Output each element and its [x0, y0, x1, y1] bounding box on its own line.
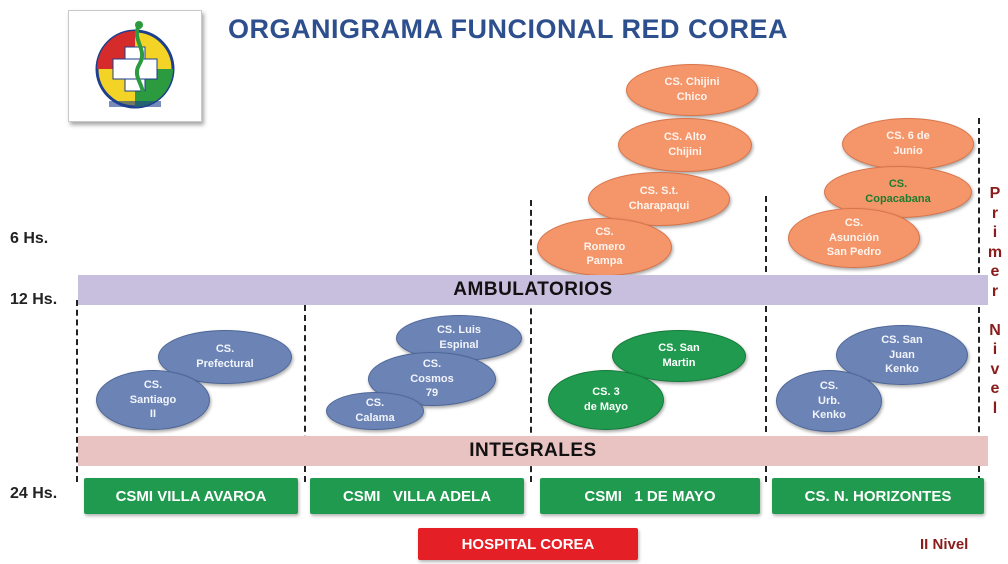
center-oval: CS. Romero Pampa: [537, 218, 672, 276]
separator-line: [530, 200, 532, 482]
level-label-letter: N: [989, 321, 1001, 339]
ambulatorios-band: AMBULATORIOS: [78, 275, 988, 305]
center-oval: CS. Cosmos 79: [368, 352, 496, 406]
level-label-letter: r: [991, 282, 999, 300]
center-oval: CS. Alto Chijini: [618, 118, 752, 172]
page-title: ORGANIGRAMA FUNCIONAL RED COREA: [228, 14, 788, 44]
center-oval: CS. Copacabana: [824, 166, 972, 218]
csmi-box-n-horizontes: CS. N. HORIZONTES: [772, 478, 984, 514]
level-label-second: II Nivel: [920, 536, 969, 553]
time-label-24h: 24 Hs.: [10, 485, 58, 502]
level-label-letter: i: [992, 341, 998, 358]
hospital-box: HOSPITAL COREA: [418, 528, 638, 560]
level-label-letter: r: [991, 204, 999, 222]
level-label-letter: [993, 303, 997, 323]
separator-line: [765, 196, 767, 482]
level-label-letter: v: [990, 360, 1000, 378]
integrales-band: INTEGRALES: [78, 436, 988, 466]
csmi-box-1-de-mayo: CSMI 1 DE MAYO: [540, 478, 760, 514]
time-label-12h: 12 Hs.: [10, 291, 58, 308]
center-oval: CS. 6 de Junio: [842, 118, 974, 170]
time-label-6h: 6 Hs.: [10, 230, 49, 247]
center-oval: CS. Asunción San Pedro: [788, 208, 920, 268]
separator-line: [76, 300, 78, 482]
csmi-box-villa-avaroa: CSMI VILLA AVAROA: [84, 478, 298, 514]
center-oval: CS. Urb. Kenko: [776, 370, 882, 432]
center-oval: CS. Santiago II: [96, 370, 210, 430]
level-label-letter: e: [990, 380, 1000, 397]
level-label-letter: i: [992, 224, 998, 241]
level-label-letter: P: [989, 185, 1001, 202]
center-oval: CS. Chijini Chico: [626, 64, 758, 116]
csmi-box-villa-adela: CSMI VILLA ADELA: [310, 478, 524, 514]
level-label-letter: l: [992, 399, 998, 417]
separator-line: [304, 305, 306, 482]
level-label-letter: e: [990, 263, 1000, 280]
level-label-letter: m: [987, 243, 1003, 261]
center-oval: CS. S.t. Charapaqui: [588, 172, 730, 226]
center-oval: CS. 3 de Mayo: [548, 370, 664, 430]
logo-icon: [68, 10, 202, 122]
center-oval: CS. Calama: [326, 392, 424, 430]
